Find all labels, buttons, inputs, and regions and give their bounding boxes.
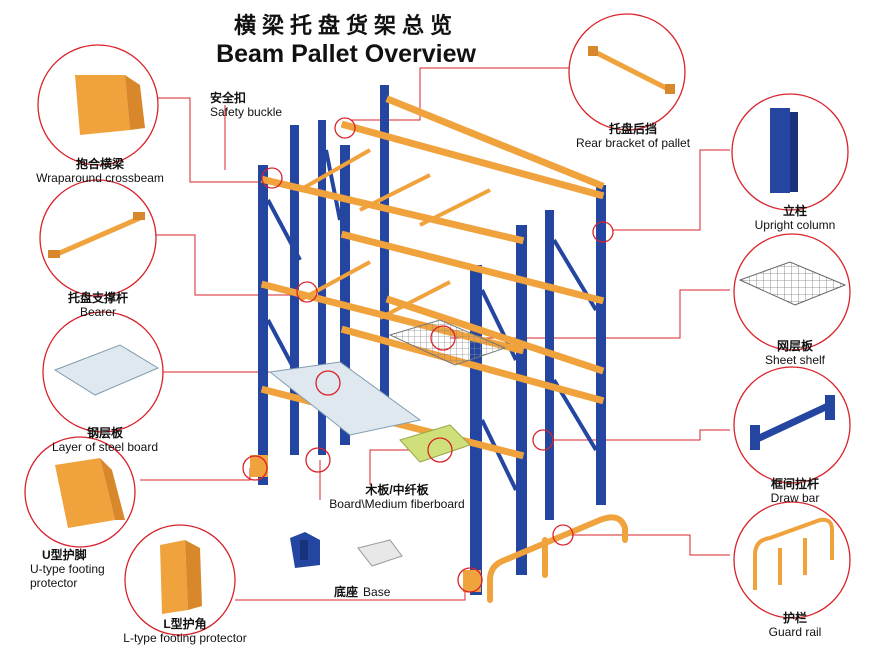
label-en: L-type footing protector [123, 630, 247, 645]
label-upright: 立柱 Upright column [740, 204, 850, 233]
label-l-footing: L型护角 L-type footing protector [110, 617, 260, 646]
label-en: Wraparound crossbeam [36, 170, 164, 185]
label-wraparound-crossbeam: 抱合横梁 Wraparound crossbeam [20, 157, 180, 186]
label-cn: 托盘后挡 [608, 122, 657, 136]
label-en: Draw bar [770, 490, 820, 505]
label-en: Bearer [79, 304, 117, 319]
label-cn: 托盘支撑杆 [67, 291, 128, 305]
label-steel-board: 钢层板 Layer of steel board [30, 426, 180, 455]
leader-lines [140, 67, 730, 601]
label-en: protector [30, 575, 78, 590]
label-cn: 底座 [334, 585, 359, 599]
label-safety-buckle: 安全扣 Safety buckle [210, 91, 300, 120]
detail-steel-board [42, 311, 164, 433]
detail-rear-bracket [568, 13, 686, 131]
label-cn: 立柱 [782, 204, 807, 218]
detail-bearer [39, 179, 157, 297]
label-en: Sheet shelf [764, 352, 826, 367]
label-cn: 木板/中纤板 [365, 483, 429, 497]
label-cn: 网层板 [776, 339, 813, 353]
label-en: Board\Medium fiberboard [329, 496, 465, 511]
detail-u-footing [24, 436, 136, 548]
detail-sheet-shelf [733, 233, 851, 351]
label-cn: 安全扣 [210, 91, 247, 105]
rack-structure [250, 85, 628, 603]
label-bearer: 托盘支撑杆 Bearer [38, 291, 158, 320]
label-guard-rail: 护栏 Guard rail [740, 611, 850, 640]
label-cn: 护栏 [782, 611, 807, 625]
label-u-footing: U型护脚 U-type footing protector [30, 548, 130, 590]
label-cn: 钢层板 [86, 426, 123, 440]
label-cn: 框间拉杆 [770, 477, 819, 491]
page-title-cn: 横梁托盘货架总览 [233, 13, 458, 38]
label-board: 木板/中纤板 Board\Medium fiberboard [322, 483, 472, 512]
detail-upright [731, 93, 849, 211]
page-title-en: Beam Pallet Overview [216, 40, 476, 68]
label-cn: 抱合横梁 [75, 157, 124, 171]
label-draw-bar: 框间拉杆 Draw bar [740, 477, 850, 506]
label-en: Base [363, 585, 391, 599]
label-cn: U型护脚 [42, 548, 87, 562]
label-en: Rear bracket of pallet [575, 135, 691, 150]
label-en: Upright column [754, 217, 836, 232]
label-cn: L型护角 [163, 617, 207, 631]
label-en: Layer of steel board [51, 439, 159, 454]
detail-l-footing [124, 524, 236, 636]
detail-draw-bar [733, 366, 851, 484]
label-en: U-type footing [30, 561, 105, 576]
label-en: Guard rail [768, 624, 822, 639]
label-sheet-shelf: 网层板 Sheet shelf [740, 339, 850, 368]
label-base: 底座 Base [334, 583, 390, 600]
detail-wraparound [37, 44, 159, 166]
label-rear-bracket: 托盘后挡 Rear bracket of pallet [568, 122, 698, 151]
callout-markers [242, 117, 614, 593]
detail-base [290, 532, 403, 568]
label-en: Safety buckle [210, 104, 283, 119]
detail-guard-rail [733, 501, 851, 619]
